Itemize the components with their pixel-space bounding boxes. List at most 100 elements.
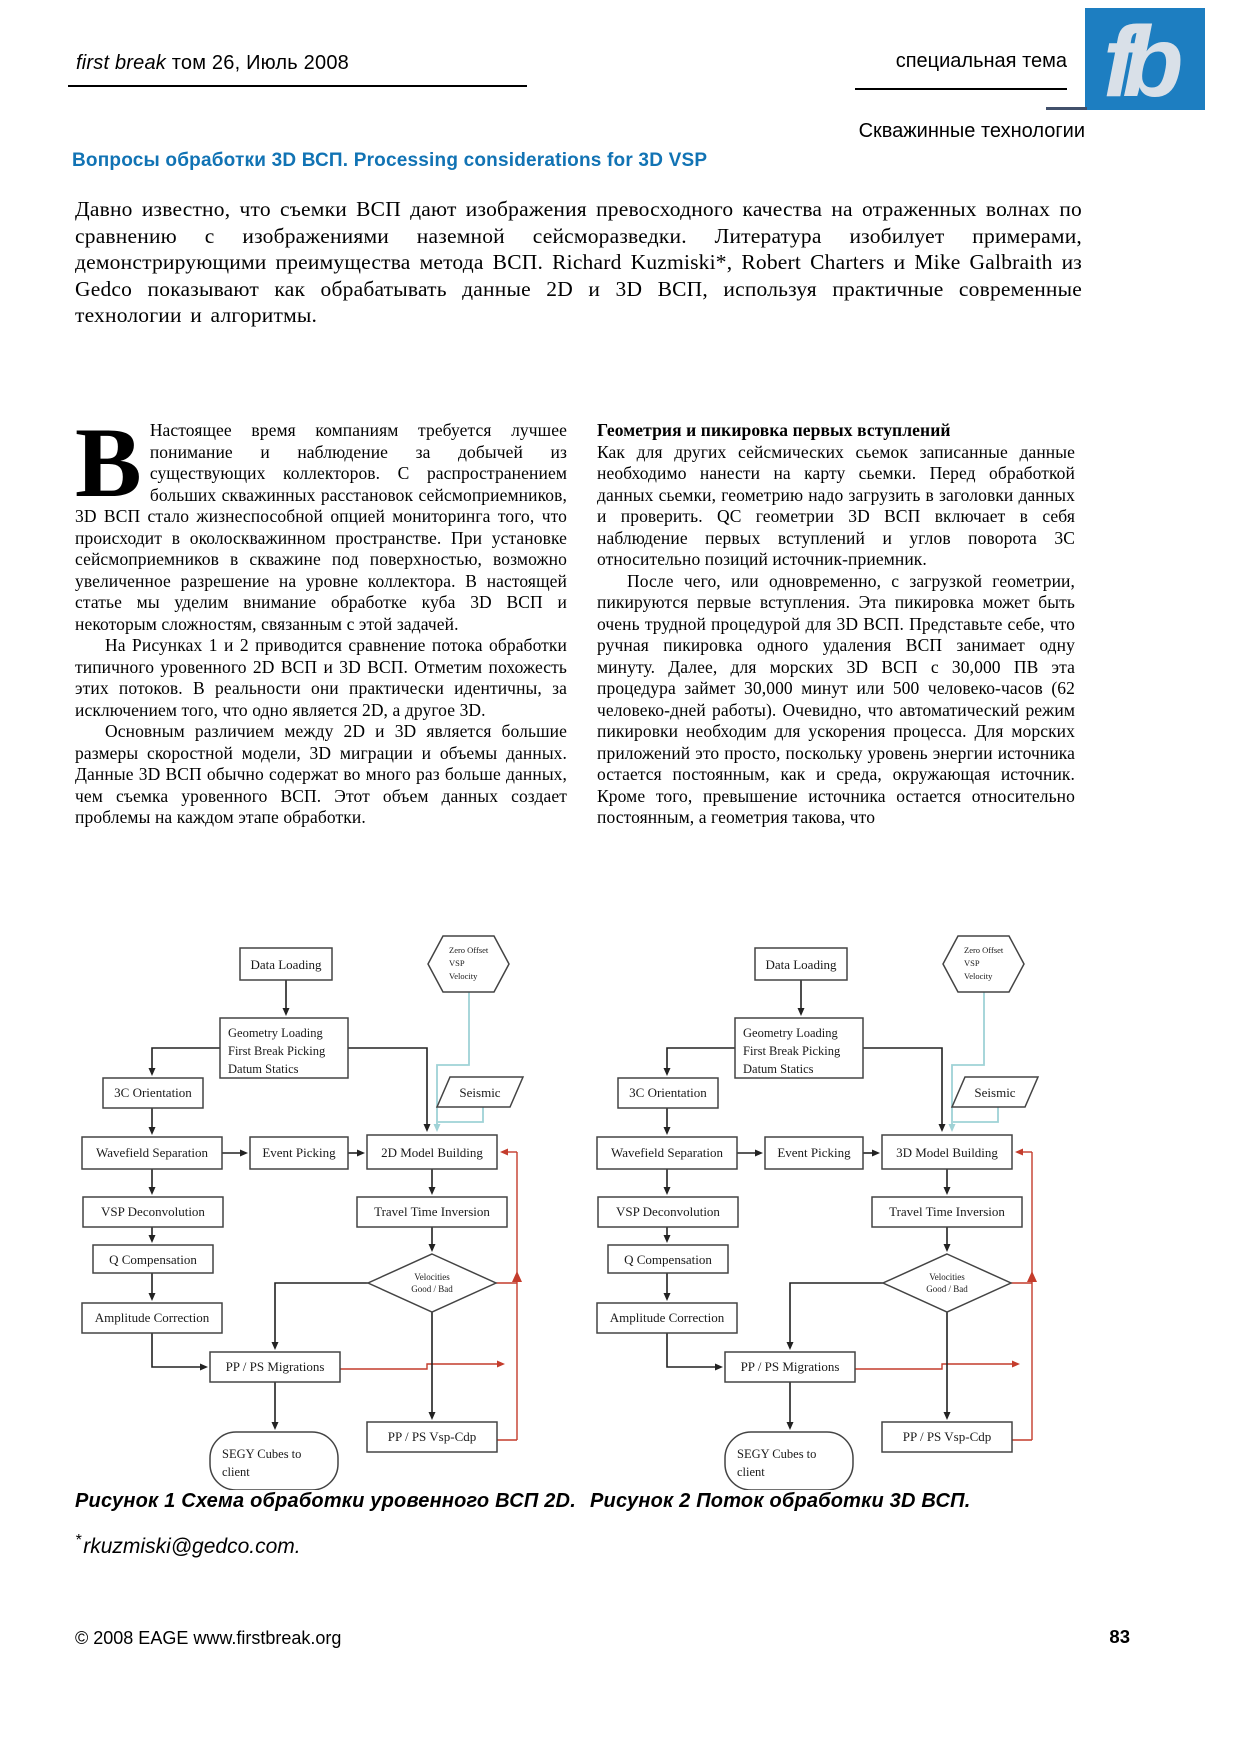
zero-offset-hexagon xyxy=(427,935,510,993)
velocities-label-1: Velocities xyxy=(414,1272,450,1282)
author-footnote: *rkuzmiski@gedco.com. xyxy=(75,1532,301,1559)
data-loading-label: Data Loading xyxy=(765,957,837,972)
vsp-cdp-box xyxy=(881,1421,1013,1453)
cyan-input-connectors xyxy=(433,992,484,1132)
velocities-label-2: Good / Bad xyxy=(411,1284,453,1294)
zero-offset-label-2: VSP xyxy=(449,958,465,968)
vsp-deconvolution-box xyxy=(82,1196,224,1228)
seismic-label: Seismic xyxy=(459,1085,500,1100)
figure-2-caption: Рисунок 2 Поток обработки 3D ВСП. xyxy=(590,1490,971,1512)
zero-offset-label-2: VSP xyxy=(964,958,980,968)
amplitude-label: Amplitude Correction xyxy=(95,1310,210,1325)
left-paragraph-1-text: Настоящее время компаниям требуется лучш… xyxy=(75,420,567,634)
vsp-deconvolution-label: VSP Deconvolution xyxy=(616,1204,720,1219)
q-compensation-box xyxy=(607,1244,729,1274)
figure-2-flowchart: Data Loading Zero Offset VSP Velocity Ge… xyxy=(590,930,1055,1491)
orientation-box xyxy=(617,1077,719,1109)
flowchart-labels: Data Loading Zero Offset VSP Velocity Ge… xyxy=(610,945,1016,1479)
footnote-marker: * xyxy=(75,1532,82,1549)
seismic-parallelogram xyxy=(950,1076,1040,1108)
geometry-box xyxy=(219,1017,349,1079)
cyan-input-connectors xyxy=(948,992,999,1132)
wavefield-box xyxy=(596,1136,738,1170)
red-feedback-connectors xyxy=(340,1148,518,1441)
orientation-label: 3C Orientation xyxy=(629,1085,707,1100)
svg-text:fb: fb xyxy=(1103,8,1181,110)
seismic-parallelogram xyxy=(435,1076,525,1108)
left-paragraph-3: Основным различием между 2D и 3D являетс… xyxy=(75,721,567,827)
seismic-label: Seismic xyxy=(974,1085,1015,1100)
page-number: 83 xyxy=(1109,1626,1130,1647)
red-feedback-connectors xyxy=(855,1148,1033,1441)
model-building-label: 3D Model Building xyxy=(896,1145,998,1160)
section-label: специальная тема xyxy=(895,50,1067,72)
flowchart-nodes xyxy=(596,935,1040,1491)
article-title: Вопросы обработки 3D ВСП. Processing con… xyxy=(72,150,708,171)
segy-label-2: client xyxy=(222,1465,250,1479)
header-rule-left xyxy=(68,85,527,87)
journal-header: first break том 26, Июль 2008 xyxy=(76,52,349,75)
geometry-label-2: First Break Picking xyxy=(743,1044,841,1058)
velocities-label-1: Velocities xyxy=(929,1272,965,1282)
header-rule-right xyxy=(855,88,1067,90)
vsp-cdp-label: PP / PS Vsp-Cdp xyxy=(388,1429,477,1444)
lead-paragraph: Давно известно, что съемки ВСП дают изоб… xyxy=(75,197,1082,327)
figure-1-caption: Рисунок 1 Схема обработки уровенного ВСП… xyxy=(75,1490,576,1512)
orientation-box xyxy=(102,1077,204,1109)
vsp-deconvolution-label: VSP Deconvolution xyxy=(101,1204,205,1219)
amplitude-box xyxy=(81,1302,223,1334)
geometry-label-1: Geometry Loading xyxy=(743,1026,839,1040)
first-break-logo: fb xyxy=(1085,8,1205,110)
logo-base-tick xyxy=(1046,107,1087,110)
right-paragraph-1: Как для других сейсмических сьемок запис… xyxy=(597,441,1075,570)
footnote-email: rkuzmiski@gedco.com. xyxy=(83,1535,301,1558)
right-column: Геометрия и пикировка первых вступлений … xyxy=(597,420,1075,920)
fb-logo-glyph: fb xyxy=(1103,8,1195,110)
geometry-label-3: Datum Statics xyxy=(228,1062,299,1076)
model-building-box xyxy=(366,1134,498,1170)
travel-time-box xyxy=(871,1196,1023,1228)
q-compensation-label: Q Compensation xyxy=(624,1252,712,1267)
event-picking-label: Event Picking xyxy=(262,1145,336,1160)
red-up-arrowhead xyxy=(1027,1271,1037,1282)
migrations-label: PP / PS Migrations xyxy=(741,1359,840,1374)
migrations-label: PP / PS Migrations xyxy=(226,1359,325,1374)
geometry-label-2: First Break Picking xyxy=(228,1044,326,1058)
model-building-box xyxy=(881,1134,1013,1170)
geometry-label-3: Datum Statics xyxy=(743,1062,814,1076)
data-loading-box xyxy=(754,947,848,981)
journal-issue: том 26, Июль 2008 xyxy=(166,52,349,74)
velocities-label-2: Good / Bad xyxy=(926,1284,968,1294)
geometry-box xyxy=(734,1017,864,1079)
right-paragraph-2: После чего, или одновременно, с загрузко… xyxy=(597,570,1075,828)
event-picking-box xyxy=(249,1136,349,1170)
travel-time-box xyxy=(356,1196,508,1228)
wavefield-box xyxy=(81,1136,223,1170)
model-building-label: 2D Model Building xyxy=(381,1145,483,1160)
segy-label-1: SEGY Cubes to xyxy=(222,1447,301,1461)
flowchart-nodes xyxy=(81,935,525,1491)
wavefield-label: Wavefield Separation xyxy=(96,1145,208,1160)
section-heading: Геометрия и пикировка первых вступлений xyxy=(597,420,951,440)
dropcap-letter: В xyxy=(75,420,142,518)
velocities-diamond xyxy=(366,1253,498,1313)
category-label: Скважинные технологии xyxy=(858,120,1085,142)
geometry-label-1: Geometry Loading xyxy=(228,1026,324,1040)
zero-offset-hexagon xyxy=(942,935,1025,993)
segy-rounded-box xyxy=(724,1431,854,1491)
migrations-box xyxy=(724,1351,856,1383)
vsp-processing-flowchart: Data Loading Zero Offset VSP Velocity Ge… xyxy=(596,935,1040,1491)
journal-name: first break xyxy=(76,52,167,74)
black-flow-connectors xyxy=(148,980,436,1430)
zero-offset-label-3: Velocity xyxy=(449,971,478,981)
q-compensation-box xyxy=(92,1244,214,1274)
wavefield-label: Wavefield Separation xyxy=(611,1145,723,1160)
data-loading-box xyxy=(239,947,333,981)
segy-label-2: client xyxy=(737,1465,765,1479)
travel-time-label: Travel Time Inversion xyxy=(889,1204,1005,1219)
red-up-arrowhead xyxy=(512,1271,522,1282)
zero-offset-label-1: Zero Offset xyxy=(449,945,489,955)
